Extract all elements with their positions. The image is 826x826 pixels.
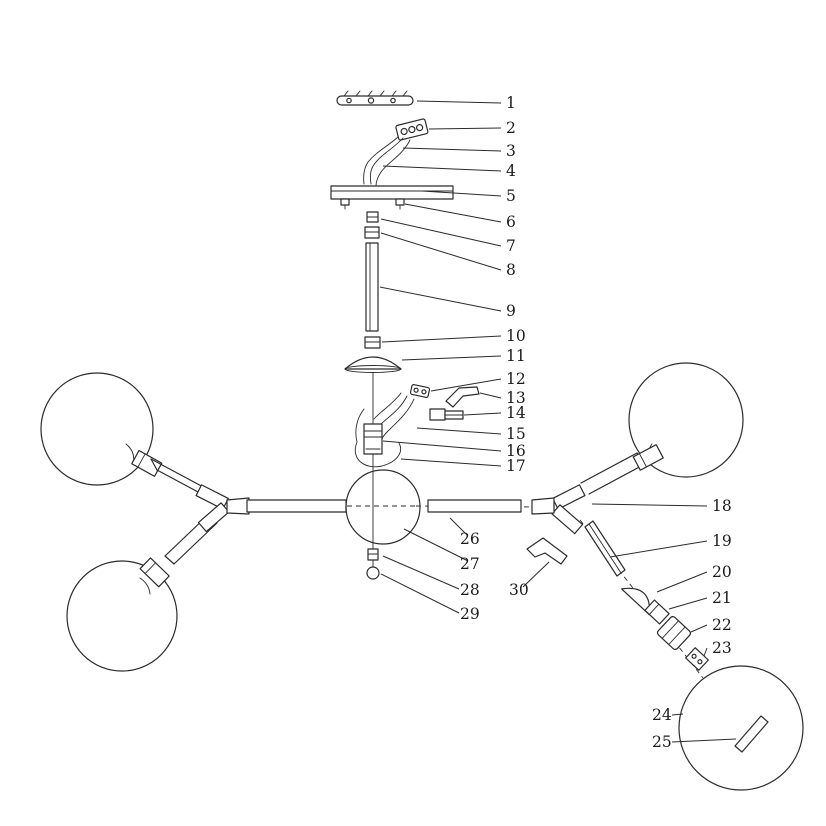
dome-canopy: [344, 356, 402, 373]
lock-nut: [364, 226, 380, 239]
callout-27: 27: [460, 555, 480, 573]
leader-17: [400, 458, 502, 467]
leader-26: [449, 517, 469, 537]
leader-27: [403, 528, 469, 562]
callout-3: 3: [506, 142, 516, 160]
callout-9: 9: [506, 302, 516, 320]
leader-1: [416, 100, 502, 104]
leader-4: [382, 165, 502, 172]
leader-lines: [379, 100, 737, 743]
callout-25: 25: [652, 733, 672, 751]
callout-2: 2: [506, 119, 516, 137]
canopy-screws: [340, 198, 405, 210]
leader-25: [671, 738, 737, 743]
callout-23: 23: [712, 639, 732, 657]
leader-21: [668, 597, 708, 610]
callout-13: 13: [506, 389, 526, 407]
globe-lower-left: [66, 560, 178, 672]
callout-30: 30: [509, 581, 529, 599]
callout-17: 17: [506, 457, 526, 475]
callout-10: 10: [506, 327, 526, 345]
callout-7: 7: [506, 237, 516, 255]
left-y-junction: [195, 484, 250, 533]
right-y-junction: [531, 484, 586, 535]
leader-8: [380, 232, 502, 271]
right-arm-tube: [427, 499, 522, 513]
bottom-nipple: [367, 548, 379, 561]
leader-9: [379, 286, 502, 312]
callout-24: 24: [652, 706, 672, 724]
callout-16: 16: [506, 442, 526, 460]
left-arm-tube: [246, 499, 347, 513]
wire-loop: [354, 408, 402, 468]
callout-14: 14: [506, 404, 526, 422]
down-rod: [365, 242, 379, 332]
leader-18: [591, 503, 708, 507]
callout-22: 22: [712, 616, 732, 634]
lower-right-rod: [584, 520, 626, 577]
terminal-block: [395, 118, 429, 141]
socket-housing: [656, 615, 692, 651]
mounting-strap: [336, 90, 414, 106]
finial-ball: [366, 566, 380, 580]
callout-8: 8: [506, 261, 516, 279]
callout-28: 28: [460, 581, 480, 599]
callout-19: 19: [712, 532, 732, 550]
leader-7: [380, 218, 502, 247]
leader-12: [430, 378, 502, 392]
callout-15: 15: [506, 425, 526, 443]
callout-21: 21: [712, 589, 732, 607]
leader-6: [404, 203, 502, 223]
leader-23: [703, 647, 708, 657]
leader-19: [609, 540, 708, 558]
globe-socket-lower-left: [139, 557, 170, 588]
callout-labels: 1 2 3 4 5 6 7 8 9 10 11 12 13 14 15 16 1…: [460, 94, 732, 751]
leader-15: [416, 427, 502, 435]
leader-3: [402, 147, 502, 152]
globe-socket-upper-right: [632, 444, 664, 471]
callout-4: 4: [506, 162, 516, 180]
nipple-connector: [366, 211, 379, 223]
callout-29: 29: [460, 605, 480, 623]
callout-1: 1: [506, 94, 516, 112]
socket-sleeve: [429, 408, 464, 421]
callout-26: 26: [460, 530, 480, 548]
callout-18: 18: [712, 497, 732, 515]
leader-2: [428, 127, 502, 130]
leader-11: [401, 355, 502, 361]
wire-connector: [409, 384, 431, 398]
glass-panel: [734, 715, 769, 753]
leader-10: [381, 335, 502, 343]
callout-11: 11: [506, 347, 526, 365]
socket-bracket: [445, 386, 480, 408]
callout-20: 20: [712, 563, 732, 581]
small-cylinder: [644, 599, 670, 625]
canopy-plate: [330, 185, 454, 200]
callout-12: 12: [506, 370, 526, 388]
leader-20: [656, 571, 708, 593]
supply-wires: [363, 136, 411, 187]
center-body-sphere: [345, 469, 421, 545]
globe-socket-upper-left: [131, 449, 163, 477]
socket-cap: [685, 647, 709, 671]
fork-fitting: [526, 537, 568, 565]
leader-5: [421, 190, 502, 197]
leader-24: [671, 713, 684, 716]
callout-6: 6: [506, 213, 516, 231]
leader-22: [690, 624, 708, 633]
leader-29: [380, 573, 460, 614]
globe-upper-left: [40, 372, 154, 486]
callout-5: 5: [506, 187, 516, 205]
leader-16: [382, 440, 502, 452]
lamp-socket: [363, 423, 383, 455]
globe-lower-right: [678, 665, 804, 791]
leader-28: [382, 555, 460, 590]
leader-14: [463, 412, 502, 416]
rod-collar: [364, 336, 381, 349]
leader-30: [522, 561, 550, 588]
leader-13: [479, 392, 502, 399]
